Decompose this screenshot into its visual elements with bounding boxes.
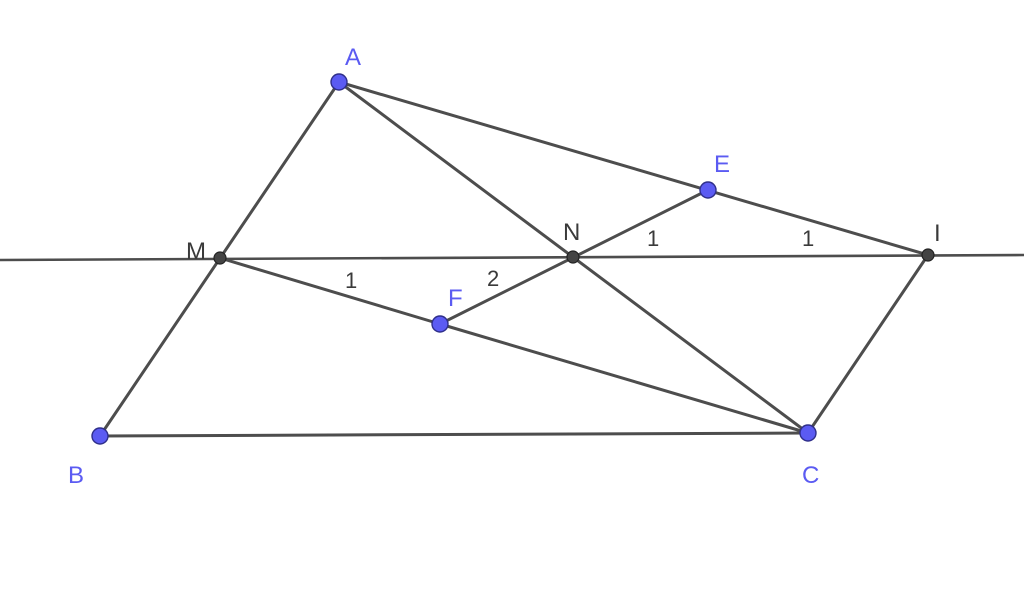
point-i[interactable] — [921, 248, 935, 262]
point-c[interactable] — [799, 424, 817, 442]
label-a: A — [345, 44, 361, 71]
label-mf-length: 1 — [345, 268, 357, 293]
segment-ci — [806, 253, 930, 435]
line-mi — [0, 253, 1024, 262]
label-ne-length: 1 — [647, 226, 659, 251]
label-f: F — [448, 285, 463, 312]
point-n[interactable] — [566, 250, 580, 264]
segment-ai — [337, 80, 930, 257]
label-c: C — [802, 462, 819, 489]
segment-bc — [98, 431, 810, 438]
label-ei-length: 1 — [802, 226, 814, 251]
label-nf-length: 2 — [487, 266, 499, 291]
label-n: N — [563, 219, 580, 246]
segment-mf — [218, 256, 442, 326]
point-m[interactable] — [213, 251, 227, 265]
point-a[interactable] — [330, 73, 348, 91]
segment-fc — [438, 322, 810, 435]
point-f[interactable] — [431, 315, 449, 333]
label-m: M — [186, 238, 206, 265]
label-e: E — [714, 151, 730, 178]
point-e[interactable] — [699, 181, 717, 199]
label-b: B — [68, 462, 84, 489]
label-i: I — [934, 220, 941, 247]
point-b[interactable] — [91, 427, 109, 445]
